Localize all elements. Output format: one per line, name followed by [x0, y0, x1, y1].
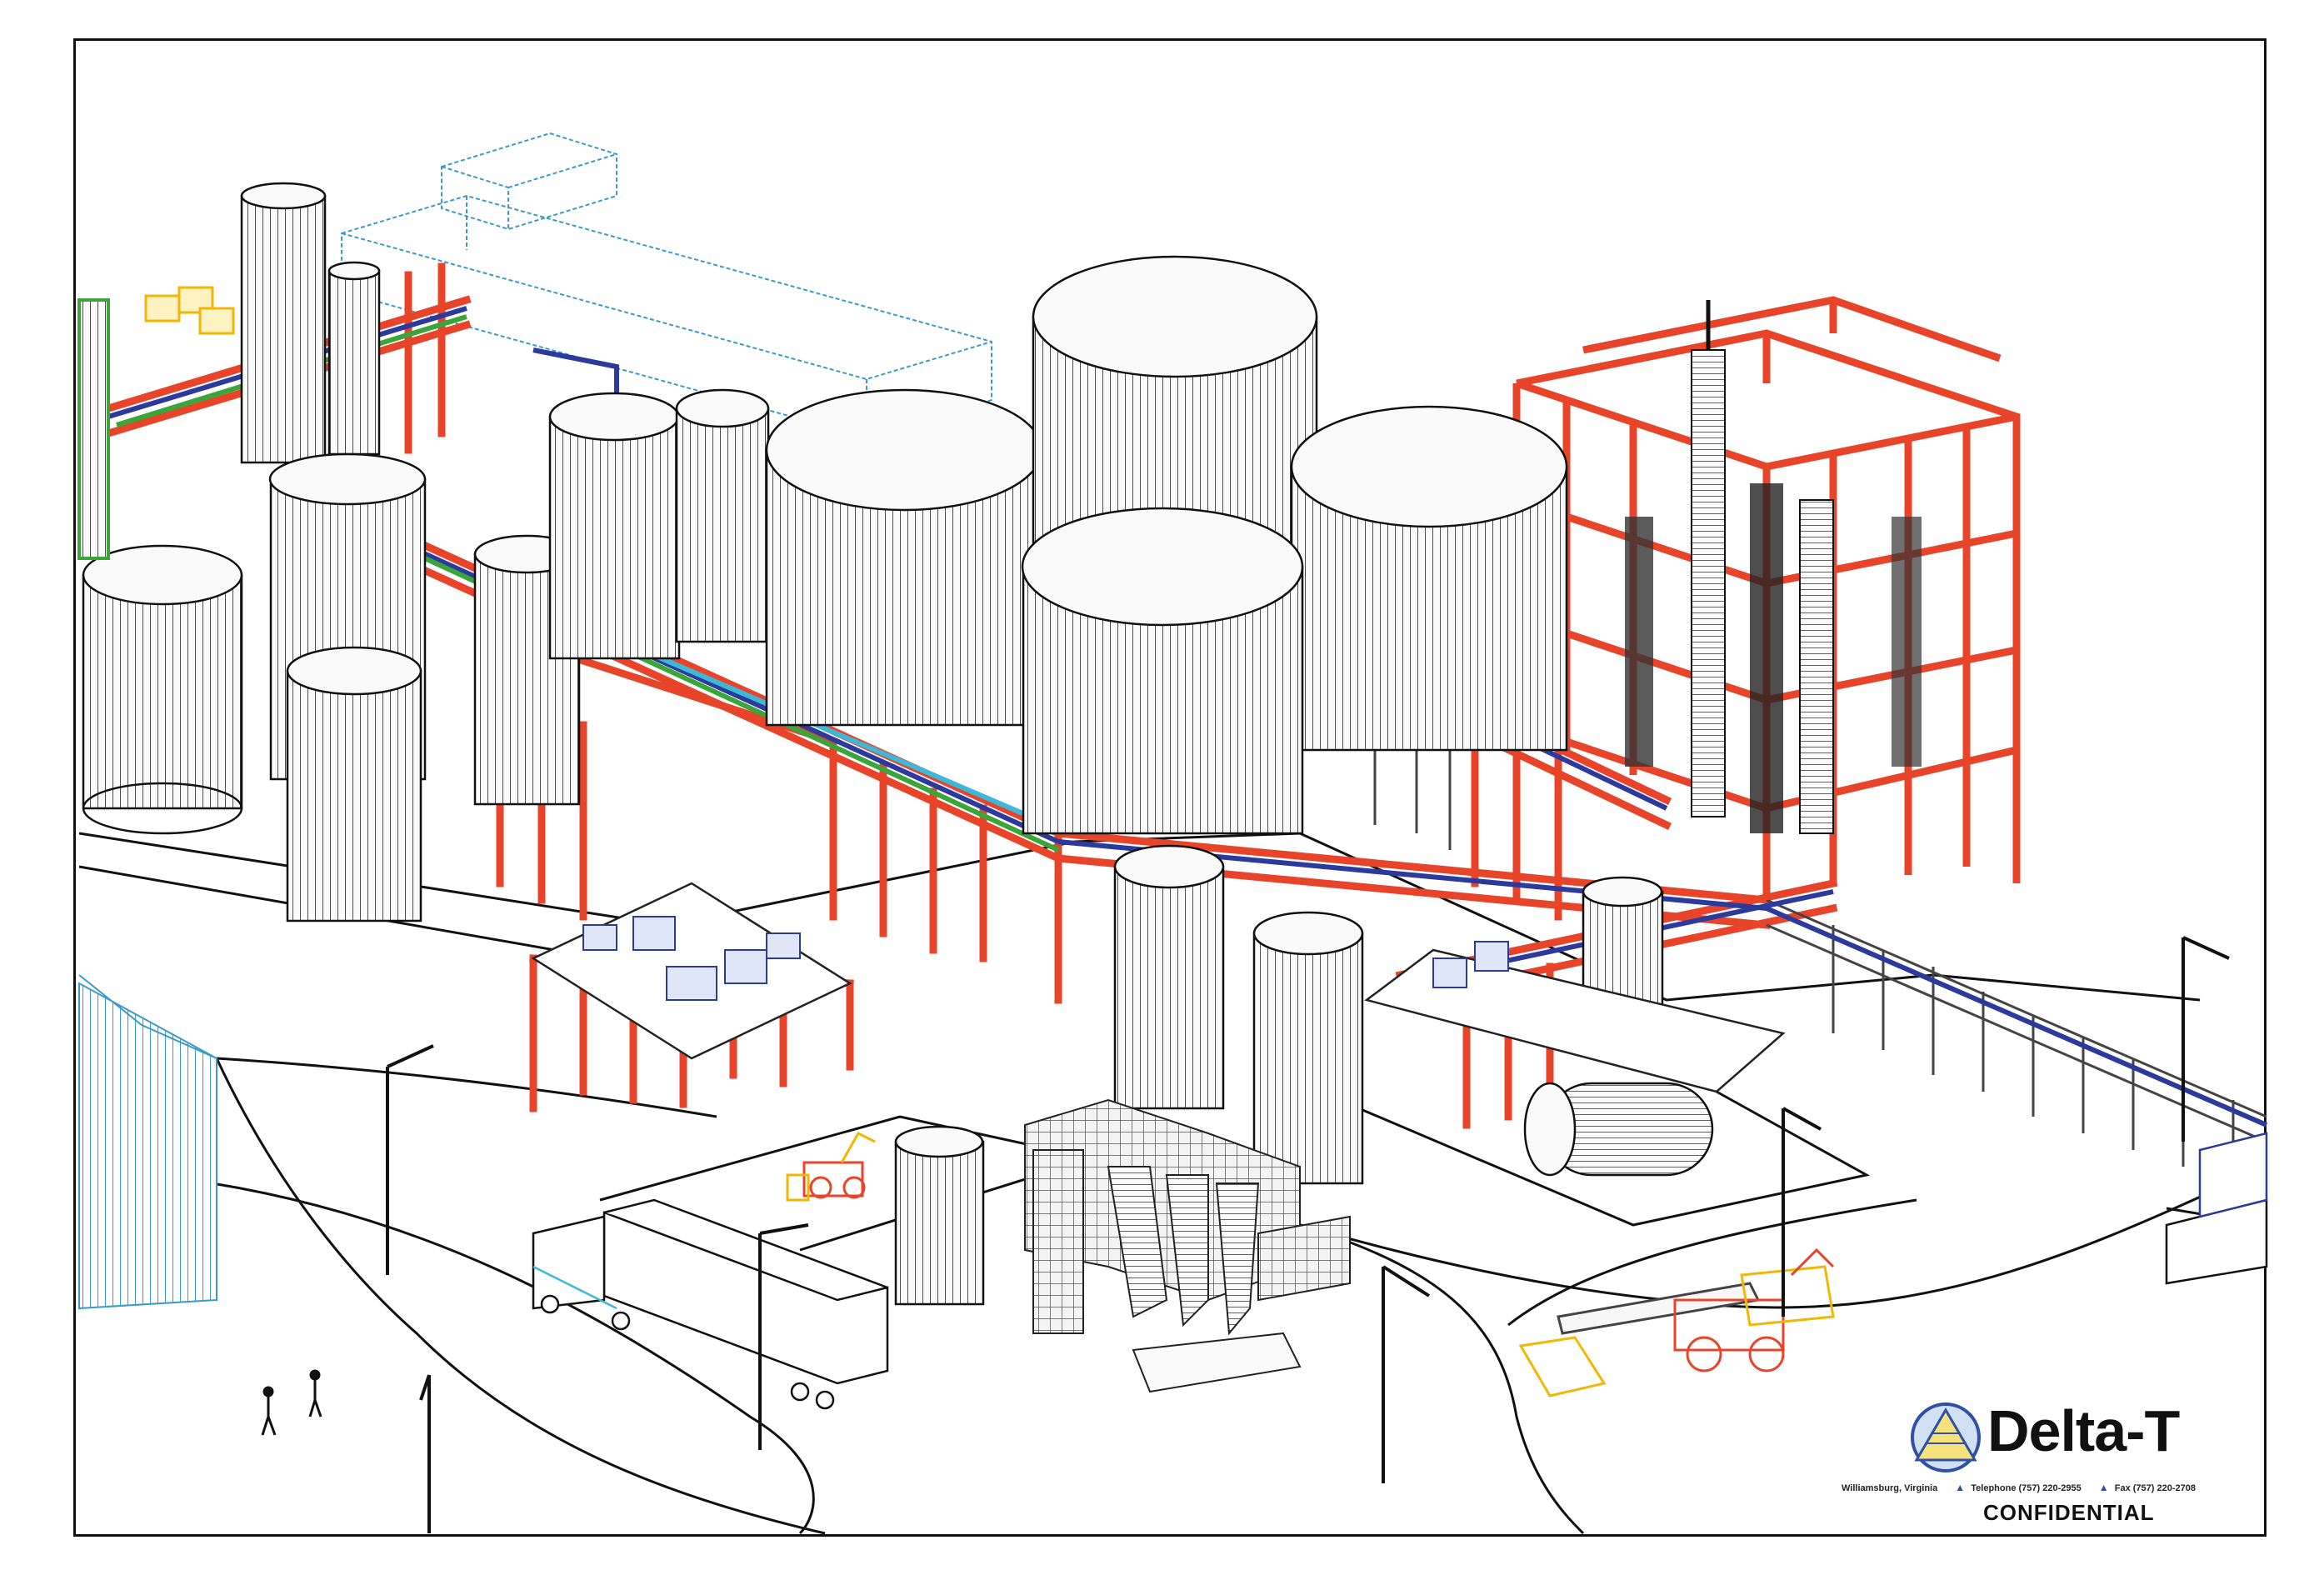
right-edge-building	[2165, 1132, 2268, 1285]
small-equipment-blue	[582, 916, 1509, 1001]
company-telephone: Telephone (757) 220-2955	[1971, 1483, 2082, 1493]
delta-t-brand-block: Delta-T Williamsburg, Virginia ▲ Telepho…	[1842, 1400, 2242, 1525]
yellow-units	[144, 286, 235, 335]
company-logo-text: Delta-T	[1987, 1398, 2180, 1463]
triangle-bullet-icon: ▲	[2098, 1482, 2109, 1493]
triangle-bullet-icon: ▲	[1955, 1482, 1966, 1493]
semi-truck	[532, 1198, 889, 1410]
contact-line: Williamsburg, Virginia ▲ Telephone (757)…	[1842, 1482, 2242, 1493]
light-poles	[386, 936, 2230, 1533]
stack-tank-left	[77, 298, 110, 560]
dryer-cyclone-unit	[1024, 1098, 1351, 1393]
distillation-columns	[1625, 300, 1922, 834]
company-location: Williamsburg, Virginia	[1842, 1483, 1938, 1493]
telescopic-crane	[1518, 1248, 1835, 1398]
storage-tanks	[82, 182, 1714, 1306]
people	[261, 1369, 322, 1436]
triangle-globe-icon	[1911, 1402, 1981, 1472]
confidential-notice: CONFIDENTIAL	[1983, 1500, 2155, 1525]
forklift-left	[786, 1132, 876, 1202]
company-fax: Fax (757) 220-2708	[2114, 1483, 2196, 1493]
blue-siding-building	[78, 974, 217, 1310]
